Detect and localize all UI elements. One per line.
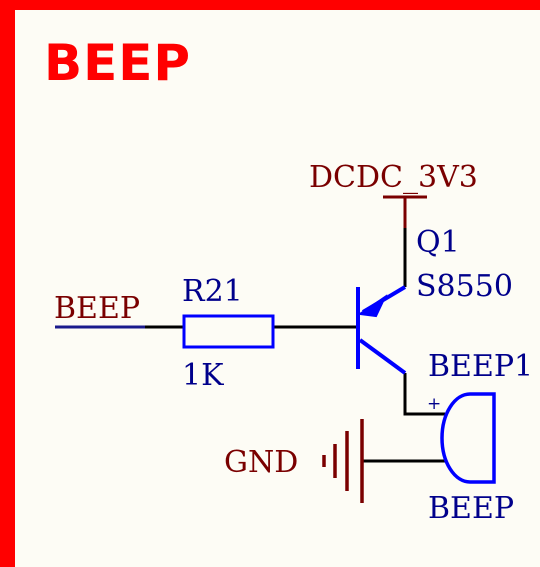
resistor-designator: R21 [182, 274, 243, 309]
power-net-label: DCDC_3V3 [309, 160, 478, 195]
emitter-arrow-icon [357, 294, 388, 318]
sheet-title: BEEP [44, 34, 192, 92]
buzzer-icon [440, 392, 496, 484]
resistor-value: 1K [182, 358, 224, 393]
sheet-border-left [0, 0, 15, 567]
transistor-q1[interactable]: Q1 S8550 [356, 225, 513, 375]
ground-net-label: GND [224, 445, 298, 480]
sheet-border-top [0, 0, 540, 10]
net-label-beep[interactable]: BEEP [54, 291, 140, 326]
input-net-label: BEEP [54, 291, 140, 326]
resistor-r21[interactable]: R21 1K [182, 274, 275, 393]
buzzer-designator: BEEP1 [428, 349, 533, 384]
ground-port-gnd[interactable]: GND [224, 419, 364, 503]
power-port-dcdc-3v3[interactable]: DCDC_3V3 [309, 160, 478, 228]
transistor-designator: Q1 [416, 225, 460, 260]
buzzer-plus-mark: + [427, 394, 441, 414]
transistor-value: S8550 [416, 269, 513, 304]
resistor-icon [182, 314, 275, 349]
wires [55, 197, 445, 463]
buzzer-beep1[interactable]: + BEEP1 BEEP [427, 349, 533, 526]
transistor-collector-icon [358, 338, 407, 375]
buzzer-value: BEEP [428, 491, 514, 526]
wire-collector-to-buzzer[interactable] [403, 373, 445, 416]
